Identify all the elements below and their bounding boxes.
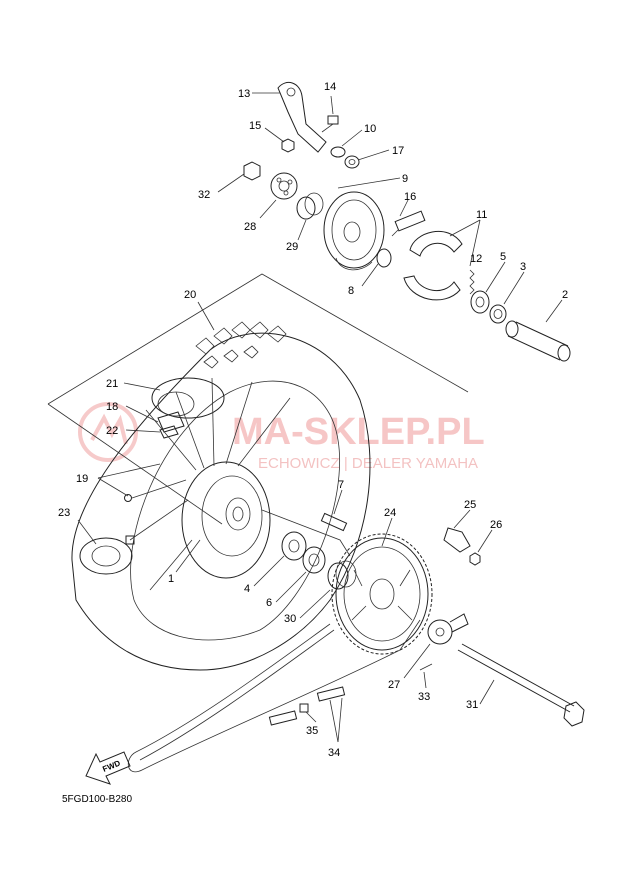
camshaft-16: [391, 210, 426, 237]
brake-assembly: [243, 81, 571, 362]
oil-seal-3: [489, 304, 507, 324]
cotter-pin-33: [419, 663, 433, 671]
wheel-assembly: [47, 273, 469, 671]
torque-arm-hole: [286, 87, 296, 97]
callout-27: 27: [388, 679, 400, 691]
puller-25: [443, 527, 471, 553]
watermark-logo: [78, 402, 138, 462]
callout-15: 15: [249, 120, 261, 132]
callout-31: 31: [466, 699, 478, 711]
spring-12: [469, 269, 475, 295]
valve-cap-23: [79, 535, 135, 575]
callout-14: 14: [324, 81, 336, 93]
washer-10: [330, 146, 346, 158]
callout-22: 22: [106, 425, 118, 437]
fwd-label: FWD: [101, 759, 121, 774]
tire-tread: [195, 321, 287, 369]
callout-21: 21: [106, 378, 118, 390]
callout-32: 32: [198, 189, 210, 201]
brake-shoe-plate-9: [323, 191, 385, 271]
callout-20: 20: [184, 289, 196, 301]
callout-30: 30: [284, 613, 296, 625]
diagram-code: 5FGD100-B280: [62, 794, 132, 805]
rim-band-18: [157, 411, 185, 433]
callout-7: 7: [338, 479, 344, 491]
valve-22: [159, 425, 179, 439]
callout-11: 11: [476, 209, 487, 221]
nut-26: [469, 552, 481, 566]
callout-16: 16: [404, 191, 416, 203]
tire-20: [71, 332, 371, 671]
brake-shoes-11: [403, 231, 463, 301]
callout-33: 33: [418, 691, 430, 703]
callout-2: 2: [562, 289, 568, 301]
callout-4: 4: [244, 583, 250, 595]
bearing-5: [470, 290, 490, 314]
watermark-title: MA-SKLEP.PL: [232, 411, 485, 453]
callout-boundary-hub: [261, 509, 351, 557]
watermark: MA-SKLEP.PL ECHOWICZ | DEALER YAMAHA: [78, 402, 485, 472]
drive-chain: [128, 619, 421, 773]
torque-arm: [277, 81, 327, 153]
chain-puller: [419, 527, 481, 671]
callout-18: 18: [106, 401, 118, 413]
bolt-7: [320, 512, 348, 532]
spokes-19: [129, 377, 291, 591]
callout-10: 10: [364, 123, 376, 135]
callout-12: 12: [470, 253, 482, 265]
callout-9: 9: [402, 173, 408, 185]
spoke-nipple: [124, 494, 132, 502]
fwd-arrow: FWD: [85, 751, 131, 785]
hub-1: [181, 461, 271, 579]
callout-boundary: [47, 273, 469, 405]
watermark-subtitle: ECHOWICZ | DEALER YAMAHA: [258, 455, 478, 472]
callout-6: 6: [266, 597, 272, 609]
tube-21: [151, 377, 225, 419]
nut-32: [243, 161, 261, 181]
spacer-29: [296, 192, 324, 220]
callout-boundary-lower: [47, 403, 223, 525]
callout-28: 28: [244, 221, 256, 233]
hub-sprocket-28: [270, 172, 298, 200]
callout-3: 3: [520, 261, 526, 273]
chain-puller-27: [427, 613, 469, 645]
nut-15: [281, 138, 295, 153]
oil-seal-6: [302, 546, 326, 574]
callout-23: 23: [58, 507, 70, 519]
callout-8: 8: [348, 285, 354, 297]
callout-17: 17: [392, 145, 404, 157]
callout-labels: 13 14 15 10 17 9 32 28 29 16 11 12 5 3 2…: [58, 81, 568, 759]
callout-25: 25: [464, 499, 476, 511]
callout-35: 35: [306, 725, 318, 737]
collar-2: [505, 320, 571, 362]
callout-26: 26: [490, 519, 502, 531]
rim: [130, 380, 340, 641]
callout-24: 24: [384, 507, 396, 519]
callout-34: 34: [328, 747, 340, 759]
bearing-4: [281, 531, 307, 561]
callout-1: 1: [168, 573, 174, 585]
chain-joint-34: [316, 686, 346, 702]
oil-seal-8: [376, 248, 392, 268]
callout-13: 13: [238, 88, 250, 100]
chain-joint-35: [268, 703, 309, 726]
collar-17: [344, 155, 360, 169]
callout-29: 29: [286, 241, 298, 253]
wheel-axle-31: [457, 643, 585, 727]
rear-sprocket-24: [331, 533, 433, 655]
bolt-14: [321, 115, 339, 133]
leader-lines: [77, 92, 563, 743]
callout-5: 5: [500, 251, 506, 263]
callout-19: 19: [76, 473, 88, 485]
